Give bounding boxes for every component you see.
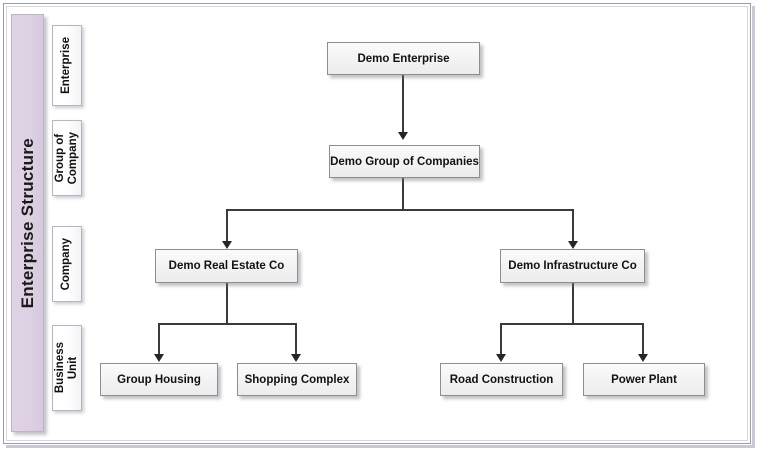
node-demo-group-of-companies[interactable]: Demo Group of Companies [329,145,480,178]
level-label-text: Company [60,237,73,291]
connector-realestate-stem [226,283,228,324]
connector-infrastructure-to-powerplant [642,323,644,356]
level-label-group-of-company: Group of Company [52,120,82,196]
connector-group-stem [402,177,404,210]
node-label: Road Construction [449,373,554,386]
node-demo-real-estate-co[interactable]: Demo Real Estate Co [155,249,298,283]
level-label-text: Enterprise [60,37,73,94]
arrowhead-icon [291,354,301,362]
node-label: Power Plant [611,373,677,386]
node-shopping-complex[interactable]: Shopping Complex [237,363,357,396]
level-label-business-unit: Business Unit [52,325,82,411]
level-label-text: Group of Company [53,131,79,185]
connector-infrastructure-to-roadconstruction [500,323,502,356]
level-label-enterprise: Enterprise [52,25,82,106]
node-demo-enterprise[interactable]: Demo Enterprise [327,42,480,75]
node-label: Group Housing [117,373,201,386]
arrowhead-icon [222,241,232,249]
node-group-housing[interactable]: Group Housing [100,363,218,396]
connector-group-bus [226,209,574,211]
node-demo-infrastructure-co[interactable]: Demo Infrastructure Co [500,249,645,283]
arrowhead-icon [496,354,506,362]
connector-realestate-to-shoppingcomplex [295,323,297,356]
arrowhead-icon [638,354,648,362]
connector-realestate-bus [158,323,296,325]
connector-infrastructure-bus [500,323,644,325]
page-title: Enterprise Structure [17,137,37,309]
node-road-construction[interactable]: Road Construction [440,363,563,396]
connector-realestate-to-grouphousing [158,323,160,356]
arrowhead-icon [154,354,164,362]
node-label: Demo Infrastructure Co [508,260,637,272]
connector-group-to-realestate [226,209,228,243]
arrowhead-icon [398,132,408,140]
node-label: Demo Group of Companies [330,155,479,168]
node-label: Shopping Complex [244,373,350,386]
diagram-title-bar: Enterprise Structure [11,14,44,432]
frame-shadow-right [752,6,755,448]
connector-enterprise-to-group [402,74,404,134]
connector-infrastructure-stem [572,283,574,324]
node-label: Demo Real Estate Co [168,260,285,272]
connector-group-to-infrastructure [572,209,574,243]
frame-shadow-bottom [6,445,754,448]
level-label-text: Business Unit [53,342,79,394]
node-label: Demo Enterprise [357,52,450,65]
arrowhead-icon [568,241,578,249]
level-label-company: Company [52,226,82,302]
node-power-plant[interactable]: Power Plant [583,363,705,396]
